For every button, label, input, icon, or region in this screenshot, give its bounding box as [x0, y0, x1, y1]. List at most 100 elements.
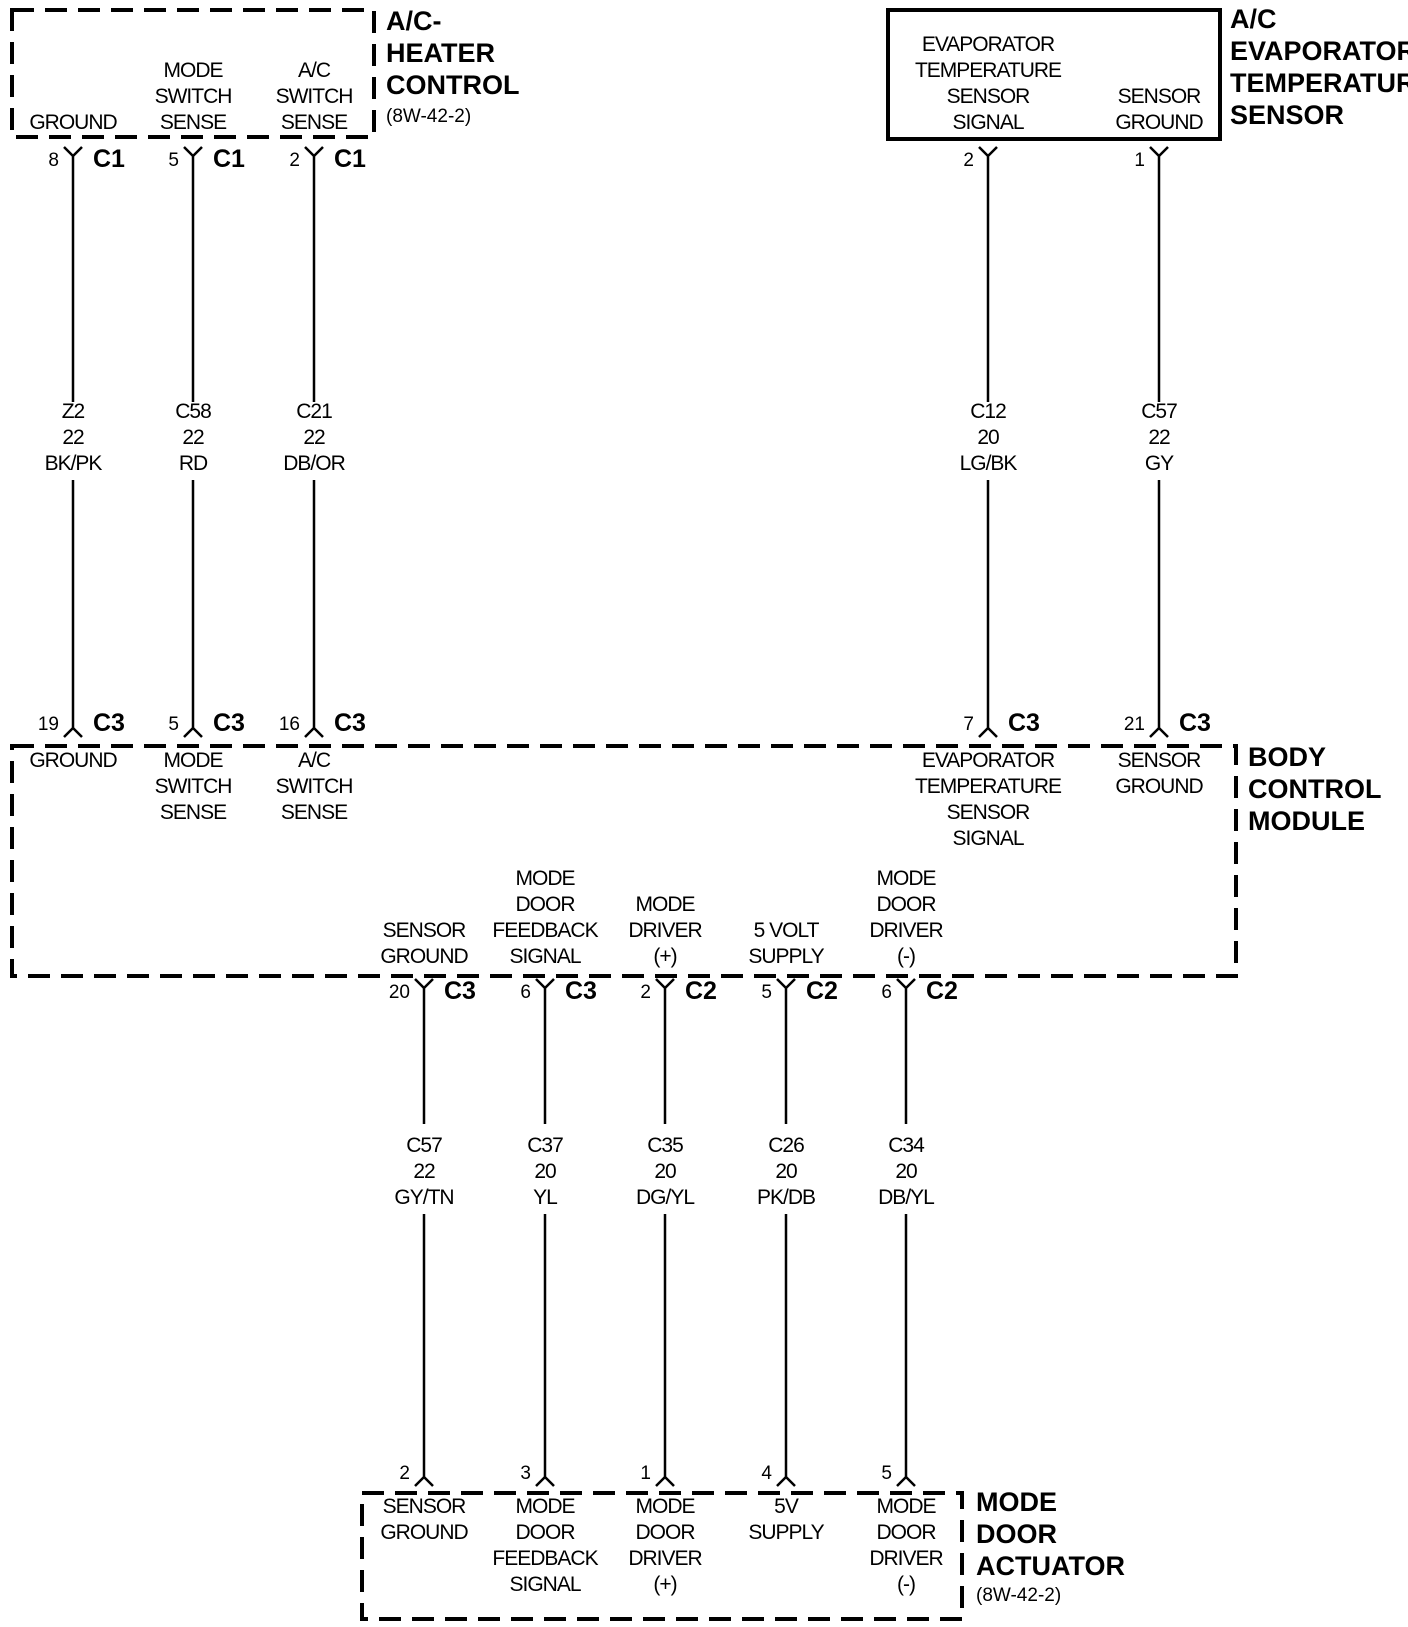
wire-code-label: BK/PK: [45, 452, 103, 475]
title-line: A/C: [1230, 4, 1277, 34]
pin-number: 5: [168, 714, 179, 735]
title-line: A/C-: [386, 6, 442, 36]
pin-number: 6: [520, 982, 531, 1003]
terminal-label: (-): [897, 945, 915, 968]
wire-code-label: DB/YL: [878, 1186, 934, 1209]
terminal-label: DRIVER: [628, 1547, 702, 1570]
wire-code-label: C37: [527, 1134, 563, 1157]
connector-id: C1: [334, 145, 366, 173]
connector-pin-icon: [414, 1473, 434, 1487]
terminal-label: MODE: [877, 867, 937, 890]
terminal-label: SWITCH: [155, 775, 232, 798]
wire-code-label: 22: [62, 426, 84, 449]
wire-code-label: C26: [768, 1134, 804, 1157]
terminal-label: TEMPERATURE: [915, 59, 1062, 82]
pin-number: 19: [38, 714, 59, 735]
connector-id: C2: [806, 977, 838, 1005]
terminal-label: SENSE: [160, 111, 227, 134]
connector-id: C3: [334, 709, 366, 737]
mode-door-actuator-box: [360, 1491, 964, 1621]
terminal-label: SENSOR: [383, 919, 467, 942]
wire-code-label: RD: [179, 452, 208, 475]
terminal-label: MODE: [164, 749, 224, 772]
terminal-label: SIGNAL: [509, 945, 580, 968]
pin-number: 1: [1134, 150, 1145, 171]
connector-id: C1: [213, 145, 245, 173]
title-line: CONTROL: [386, 70, 519, 100]
pin-number: 7: [963, 714, 974, 735]
terminal-label: SENSE: [160, 801, 227, 824]
connector-pin-icon: [304, 146, 324, 160]
connector-pin-icon: [183, 146, 203, 160]
connector-pin-icon: [1149, 146, 1169, 160]
pin-number: 2: [640, 982, 651, 1003]
title-line: TEMPERATURE: [1230, 68, 1408, 98]
terminal-label: SWITCH: [276, 85, 353, 108]
terminal-label: SENSE: [281, 801, 348, 824]
connector-pin-icon: [1149, 724, 1169, 738]
connector-pin-icon: [63, 146, 83, 160]
connector-pin-icon: [978, 146, 998, 160]
terminal-label: SENSOR: [383, 1495, 467, 1518]
terminal-label: GROUND: [380, 1521, 468, 1544]
terminal-label: GROUND: [1115, 775, 1203, 798]
terminal-label: FEEDBACK: [492, 1547, 598, 1570]
pin-number: 8: [48, 150, 59, 171]
terminal-label: GROUND: [380, 945, 468, 968]
connector-pin-icon: [978, 724, 998, 738]
evaporator-sensor-box: [886, 8, 1222, 141]
terminal-label: 5V: [774, 1495, 799, 1518]
wire-code-label: LG/BK: [960, 452, 1018, 475]
connector-id: C3: [1179, 709, 1211, 737]
terminal-label: DOOR: [877, 893, 937, 916]
title-line: EVAPORATOR: [1230, 36, 1408, 66]
page-reference: (8W-42-2): [976, 1585, 1061, 1606]
wire-code-label: 22: [182, 426, 204, 449]
wire-code-label: C57: [1141, 400, 1177, 423]
pin-number: 2: [963, 150, 974, 171]
connector-pin-icon: [304, 724, 324, 738]
pin-number: 3: [520, 1463, 531, 1484]
connector-pin-icon: [63, 724, 83, 738]
pin-number: 2: [289, 150, 300, 171]
connector-id: C3: [1008, 709, 1040, 737]
terminal-label: A/C: [298, 59, 331, 82]
connector-id: C3: [213, 709, 245, 737]
terminal-label: DOOR: [877, 1521, 937, 1544]
terminal-label: EVAPORATOR: [922, 749, 1055, 772]
connector-pin-icon: [414, 978, 434, 992]
wire-code-label: C21: [296, 400, 332, 423]
connector-pin-icon: [896, 1473, 916, 1487]
wire-code-label: PK/DB: [757, 1186, 815, 1209]
terminal-label: SIGNAL: [952, 827, 1023, 850]
pin-number: 21: [1124, 714, 1145, 735]
terminal-label: EVAPORATOR: [922, 33, 1055, 56]
connector-id: C2: [926, 977, 958, 1005]
terminal-label: MODE: [164, 59, 224, 82]
terminal-label: SWITCH: [276, 775, 353, 798]
connector-pin-icon: [535, 978, 555, 992]
terminal-label: GROUND: [29, 111, 117, 134]
terminal-label: SENSOR: [1118, 749, 1202, 772]
pin-number: 5: [881, 1463, 892, 1484]
terminal-label: MODE: [636, 893, 696, 916]
connector-pin-icon: [183, 724, 203, 738]
wire-code-label: GY: [1145, 452, 1174, 475]
connector-id: C1: [93, 145, 125, 173]
wire-code-label: 20: [654, 1160, 676, 1183]
terminal-label: (+): [653, 945, 676, 968]
terminal-label: SWITCH: [155, 85, 232, 108]
terminal-label: SENSE: [281, 111, 348, 134]
terminal-label: (+): [653, 1573, 676, 1596]
terminal-label: SUPPLY: [748, 1521, 824, 1544]
wire-code-label: 22: [1148, 426, 1170, 449]
terminal-label: MODE: [877, 1495, 937, 1518]
terminal-label: MODE: [516, 1495, 576, 1518]
terminal-label: FEEDBACK: [492, 919, 598, 942]
mode-door-actuator-title: MODE DOOR ACTUATOR (8W-42-2): [976, 1487, 1125, 1606]
